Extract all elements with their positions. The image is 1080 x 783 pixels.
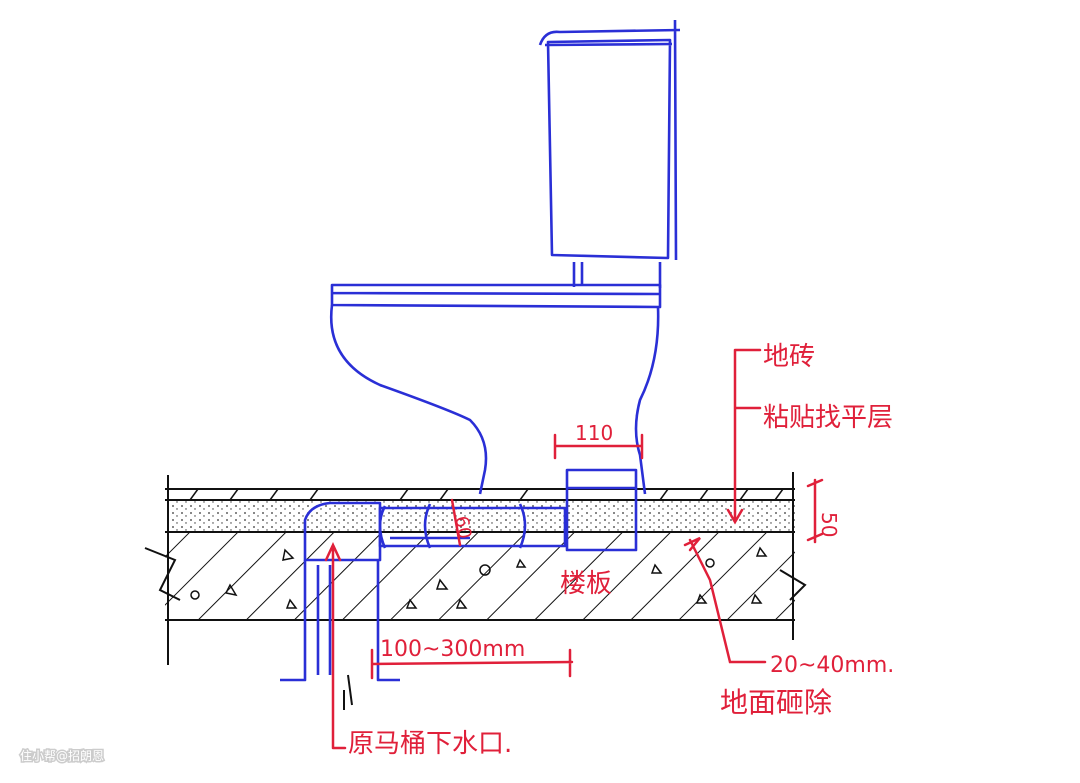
dim-110	[553, 433, 644, 460]
label-floor-slab: 楼板	[560, 569, 612, 599]
aggregate-marks	[190, 546, 768, 609]
label-floor-demolish: 地面砸除	[720, 686, 832, 719]
label-original-drain: 原马桶下水口.	[348, 729, 512, 759]
leader-demolish	[688, 538, 767, 664]
dim-60	[450, 498, 462, 547]
tile-hatches	[189, 488, 784, 501]
label-offset-range: 100~300mm	[380, 637, 525, 662]
label-pipe-height: 60	[450, 514, 475, 540]
toilet-bowl	[329, 304, 660, 495]
label-tile-thickness: 50	[817, 512, 841, 537]
dim-50	[806, 478, 824, 544]
vertical-pipe	[280, 560, 400, 682]
toilet-tank	[538, 19, 681, 261]
horizontal-pipe	[378, 503, 567, 549]
watermark: 住小帮@招朗恩	[20, 749, 104, 763]
dim-offset	[370, 648, 574, 680]
leveling-layer	[165, 500, 795, 532]
pipe-flange	[565, 468, 638, 552]
label-floor-tile: 地砖	[763, 342, 815, 372]
drain-pipe	[280, 468, 638, 710]
toilet-seat	[330, 283, 662, 309]
label-leveling-layer: 粘贴找平层	[763, 403, 893, 433]
pipe-elbow	[303, 501, 382, 562]
annotations: 地砖 粘贴找平层 110 50 60 楼板 100~300mm 20~40mm.…	[324, 342, 894, 759]
tank-base	[572, 262, 662, 288]
leader-drain	[324, 542, 347, 750]
toilet	[329, 19, 681, 495]
label-demolish-depth: 20~40mm.	[770, 653, 894, 678]
label-flange-width: 110	[575, 421, 613, 445]
